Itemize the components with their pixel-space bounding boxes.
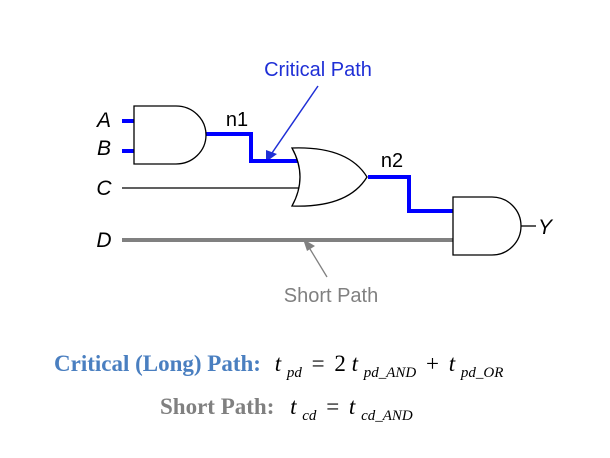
critical-path-label: Critical Path (264, 59, 372, 81)
net-n2-label: n2 (381, 150, 403, 172)
critical-equation-term2-var: t (449, 351, 456, 376)
short-equation-label: Short Path: (160, 394, 274, 419)
short-equation-equals: = (326, 394, 339, 419)
input-d-label: D (96, 229, 111, 252)
critical-equation-plus: + (426, 351, 439, 376)
or-gate (290, 147, 368, 207)
short-path-arrow-line (309, 248, 328, 278)
wire-n1 (206, 132, 306, 163)
short-equation-rhs-var: t (349, 394, 356, 419)
critical-equation-coef: 2 (334, 351, 346, 376)
short-equation-lhs-var: t (290, 394, 297, 419)
critical-equation-label: Critical (Long) Path: (54, 351, 261, 376)
input-b-label: B (97, 137, 111, 160)
short-path-equation: Short Path: t cd = t cd_AND (160, 394, 413, 425)
short-path-arrow-head (303, 239, 315, 251)
and-gate-2 (452, 196, 522, 256)
critical-equation-term2-sub: pd_OR (460, 365, 504, 381)
critical-path-arrow-line (271, 85, 319, 154)
net-n1-label: n1 (226, 109, 248, 131)
critical-equation-term1-sub: pd_AND (363, 365, 417, 381)
critical-equation-lhs-sub: pd (286, 365, 303, 381)
critical-path-equation: Critical (Long) Path: t pd = 2 t pd_AND … (54, 351, 503, 382)
critical-equation-equals: = (312, 351, 325, 376)
short-path-label: Short Path (284, 285, 379, 307)
critical-equation-term1-var: t (352, 351, 359, 376)
and-gate-1 (133, 105, 207, 165)
short-equation-lhs-sub: cd (302, 408, 317, 424)
input-c-label: C (96, 177, 112, 200)
input-a-label: A (95, 109, 111, 132)
output-y-label: Y (538, 216, 554, 239)
short-equation-rhs-sub: cd_AND (361, 408, 413, 424)
critical-equation-lhs-var: t (275, 351, 282, 376)
wire-n2 (368, 175, 453, 213)
